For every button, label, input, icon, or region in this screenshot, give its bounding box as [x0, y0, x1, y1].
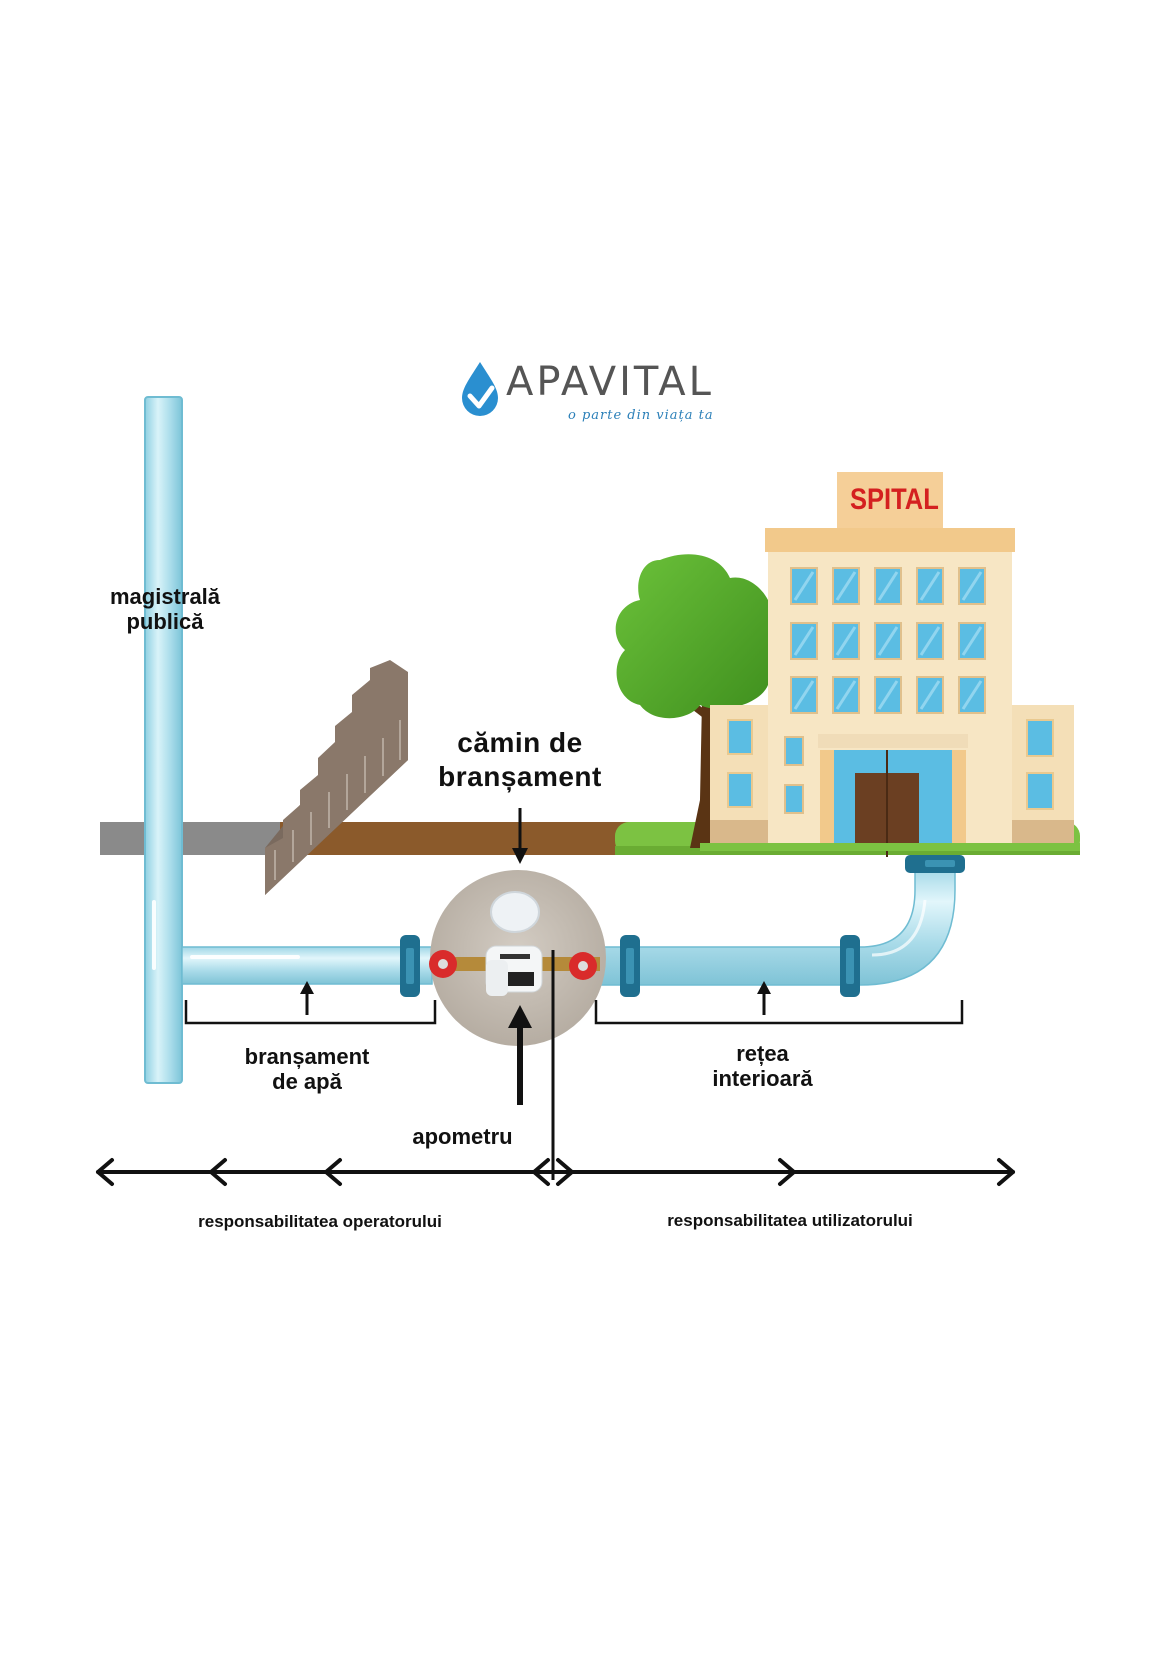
- label-main-pipe-line2: publică: [126, 609, 204, 635]
- meter-pointer-arrow: [508, 1005, 532, 1105]
- label-main-pipe-line1: magistrală: [109, 584, 221, 609]
- sidewalk: [100, 822, 280, 855]
- label-connection-line1: branșament: [244, 1044, 370, 1069]
- valve-left: [429, 950, 457, 978]
- internal-pipe: [599, 855, 965, 997]
- connection-bracket: [184, 990, 437, 1025]
- internal-up-arrow: [757, 981, 771, 994]
- label-connection-chamber: cămin de branșament: [410, 726, 630, 793]
- connection-pipe: [181, 935, 433, 997]
- label-chamber-line1: cămin de: [457, 727, 583, 758]
- entrance-canopy: [818, 734, 968, 748]
- valve-right: [569, 952, 597, 980]
- fence: [265, 660, 408, 895]
- label-chamber-line2: branșament: [438, 760, 602, 792]
- responsibility-axis: [96, 1158, 1015, 1186]
- arrowhead-left: [209, 1158, 227, 1186]
- arrowhead-left: [324, 1158, 342, 1186]
- internal-bracket: [594, 990, 964, 1025]
- water-drop-check-icon: [462, 362, 498, 416]
- arrowhead-left: [96, 1158, 114, 1186]
- arrowhead-right: [556, 1158, 574, 1186]
- logo-wordmark: APAVITAL: [506, 359, 714, 405]
- arrowhead-right: [997, 1158, 1015, 1186]
- label-main-pipe: magistrală publică: [95, 584, 235, 635]
- label-water-connection: branșament de apă: [222, 1044, 392, 1095]
- logo-tagline: o parte din viața ta: [568, 408, 714, 423]
- sign-box: [837, 472, 943, 528]
- water-meter-chamber: [429, 870, 606, 1046]
- label-network-line1: rețea: [736, 1041, 789, 1066]
- soil: [280, 822, 630, 855]
- arrowhead-left: [532, 1158, 550, 1186]
- arrowhead-right: [778, 1158, 796, 1186]
- hospital-building: [700, 472, 1080, 857]
- building-sign: SPITAL: [850, 483, 939, 516]
- label-water-meter: apometru: [412, 1124, 513, 1149]
- label-operator-responsibility: responsabilitatea operatorului: [198, 1212, 442, 1231]
- label-internal-network: rețea interioară: [690, 1041, 835, 1092]
- main-pipe: [144, 396, 183, 1084]
- label-connection-line2: de apă: [272, 1069, 342, 1095]
- chamber-pointer-arrow: [512, 808, 528, 864]
- building-roof: [765, 528, 1015, 552]
- label-user-responsibility: responsabilitatea utilizatorului: [667, 1211, 913, 1230]
- connection-up-arrow: [300, 981, 314, 994]
- water-meter: [485, 891, 543, 996]
- label-network-line2: interioară: [712, 1066, 813, 1092]
